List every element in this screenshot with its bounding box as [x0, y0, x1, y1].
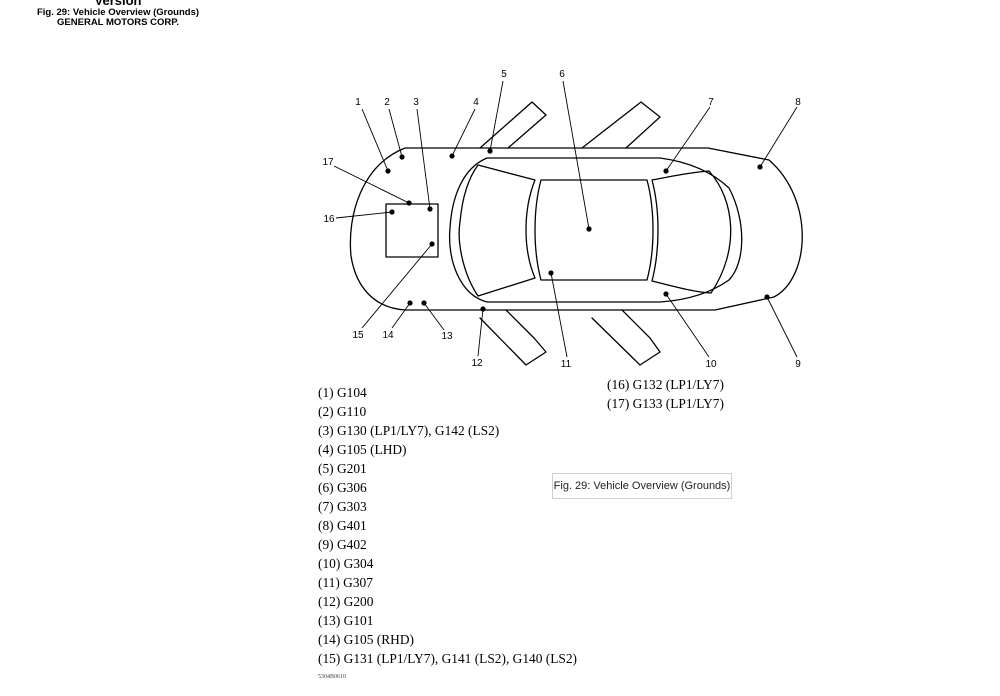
- ground-point-17: [406, 200, 412, 206]
- ground-point-9: [764, 294, 770, 300]
- right-front-mirror: [581, 101, 661, 149]
- ground-point-7: [663, 168, 669, 174]
- image-code: 5304B0610: [318, 674, 347, 680]
- callout-16: 16: [323, 214, 335, 225]
- legend-item: (2) G110: [318, 404, 367, 419]
- legend-item: (17) G133 (LP1/LY7): [607, 396, 724, 411]
- ground-point-11: [548, 270, 554, 276]
- callout-10: 10: [705, 359, 717, 370]
- ground-point-3: [427, 206, 433, 212]
- roof-panel: [534, 179, 654, 281]
- callout-4: 4: [473, 97, 479, 108]
- callout-12: 12: [471, 358, 483, 369]
- figure-tooltip: Fig. 29: Vehicle Overview (Grounds): [552, 473, 732, 499]
- legend-item: (1) G104: [318, 385, 367, 400]
- legend-item: (4) G105 (LHD): [318, 442, 407, 457]
- legend-item: (11) G307: [318, 575, 373, 590]
- legend-item: (15) G131 (LP1/LY7), G141 (LS2), G140 (L…: [318, 651, 578, 666]
- callout-13: 13: [441, 331, 453, 342]
- callout-3: 3: [413, 97, 419, 108]
- callout-6: 6: [559, 69, 565, 80]
- callout-7: 7: [708, 97, 714, 108]
- figure-title: Fig. 29: Vehicle Overview (Grounds): [36, 7, 200, 18]
- ground-legend-left: (1) G104 (2) G110 (3) G130 (LP1/LY7), G1…: [318, 383, 577, 668]
- callout-17: 17: [322, 157, 334, 168]
- legend-item: (3) G130 (LP1/LY7), G142 (LS2): [318, 423, 500, 438]
- ground-point-10: [663, 291, 669, 297]
- callout-8: 8: [795, 97, 801, 108]
- document-header: Version Fig. 29: Vehicle Overview (Groun…: [0, 0, 236, 28]
- ground-point-12: [480, 306, 486, 312]
- ground-point-1: [385, 168, 391, 174]
- cabin-outline: [448, 157, 743, 303]
- company-name: GENERAL MOTORS CORP.: [57, 17, 179, 28]
- legend-item: (6) G306: [318, 480, 367, 495]
- windshield: [458, 164, 536, 297]
- ground-point-13: [421, 300, 427, 306]
- callout-11: 11: [561, 359, 572, 370]
- vehicle-body-outline: [349, 147, 803, 311]
- legend-item: (10) G304: [318, 556, 374, 571]
- callout-9: 9: [795, 359, 801, 370]
- legend-item: (13) G101: [318, 613, 374, 628]
- version-heading: Version: [94, 0, 142, 8]
- ground-point-15: [429, 241, 435, 247]
- ground-point-14: [407, 300, 413, 306]
- callout-14: 14: [382, 330, 394, 341]
- left-front-mirror: [479, 101, 547, 149]
- legend-item: (14) G105 (RHD): [318, 632, 414, 647]
- callout-1: 1: [355, 97, 361, 108]
- ground-point-6: [586, 226, 592, 232]
- legend-item: (12) G200: [318, 594, 374, 609]
- callout-2: 2: [384, 97, 390, 108]
- rear-window: [651, 170, 732, 294]
- ground-point-8: [757, 164, 763, 170]
- ground-legend-right: (16) G132 (LP1/LY7) (17) G133 (LP1/LY7): [607, 375, 724, 413]
- callout-5: 5: [501, 69, 507, 80]
- legend-item: (8) G401: [318, 518, 367, 533]
- legend-item: (5) G201: [318, 461, 367, 476]
- legend-item: (9) G402: [318, 537, 367, 552]
- ground-point-5: [487, 148, 493, 154]
- ground-point-2: [399, 154, 405, 160]
- underhood-box: [385, 203, 439, 258]
- left-rear-mirror: [479, 309, 547, 366]
- legend-item: (16) G132 (LP1/LY7): [607, 377, 724, 392]
- legend-item: (7) G303: [318, 499, 367, 514]
- callout-15: 15: [352, 330, 364, 341]
- right-rear-mirror: [591, 309, 661, 366]
- ground-point-16: [389, 209, 395, 215]
- ground-point-4: [449, 153, 455, 159]
